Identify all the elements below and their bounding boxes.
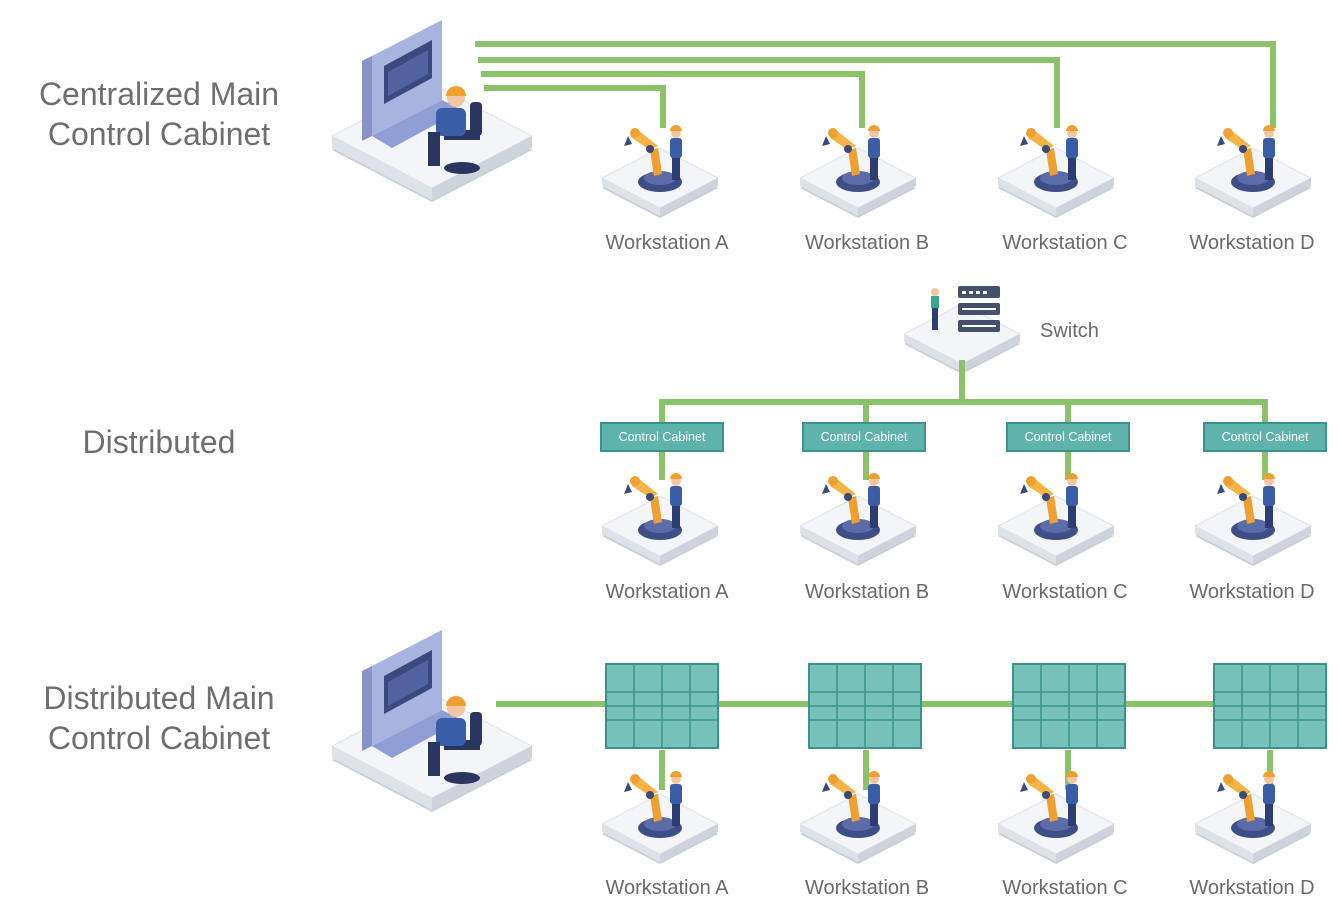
workstation-label: Workstation A	[605, 232, 729, 254]
robot-workstation-icon	[602, 473, 718, 566]
workstation-label: Workstation C	[1002, 581, 1128, 603]
robot-workstation-icon	[998, 125, 1114, 218]
control-cabinet-box: Control Cabinet	[1006, 422, 1130, 452]
robot-workstation-icon	[998, 771, 1114, 864]
workstation-label: Workstation B	[804, 581, 930, 603]
control-cabinet-box: Control Cabinet	[1203, 422, 1327, 452]
robot-workstation-icon	[800, 125, 916, 218]
section-label-distributed-main: Distributed Main Control Cabinet	[43, 680, 275, 756]
workstation-label: Workstation C	[1002, 232, 1128, 254]
control-cabinet-grid-icon	[1213, 663, 1327, 749]
control-cabinet-grid-icon	[605, 663, 719, 749]
centralized-cables	[475, 41, 1276, 128]
workstation-label: Workstation C	[1002, 877, 1128, 899]
centralized-main-control-cabinet-icon	[331, 19, 533, 203]
control-cabinet-box: Control Cabinet	[600, 422, 724, 452]
switch-icon	[903, 286, 1021, 375]
distributed-main-control-cabinet-icon	[331, 629, 533, 813]
control-cabinet-box: Control Cabinet	[802, 422, 926, 452]
section-label-centralized: Centralized Main Control Cabinet	[38, 76, 280, 152]
workstation-label: Workstation D	[1189, 877, 1315, 899]
robot-workstation-icon	[1195, 473, 1311, 566]
workstation-label: Workstation A	[605, 581, 729, 603]
distributed-cables	[659, 360, 1268, 480]
workstation-label: Workstation D	[1189, 232, 1315, 254]
workstation-label: Workstation B	[804, 232, 930, 254]
robot-workstation-icon	[998, 473, 1114, 566]
robot-workstation-icon	[800, 771, 916, 864]
workstation-label: Workstation B	[804, 877, 930, 899]
workstation-label: Workstation A	[605, 877, 729, 899]
workstation-label: Workstation D	[1189, 581, 1315, 603]
section-label-distributed: Distributed	[82, 424, 236, 460]
robot-workstation-icon	[602, 125, 718, 218]
robot-workstation-icon	[1195, 771, 1311, 864]
robot-workstation-icon	[1195, 125, 1311, 218]
switch-label: Switch	[1040, 320, 1099, 342]
control-cabinet-grid-icon	[808, 663, 922, 749]
robot-workstation-icon	[800, 473, 916, 566]
control-cabinet-grid-icon	[1012, 663, 1126, 749]
